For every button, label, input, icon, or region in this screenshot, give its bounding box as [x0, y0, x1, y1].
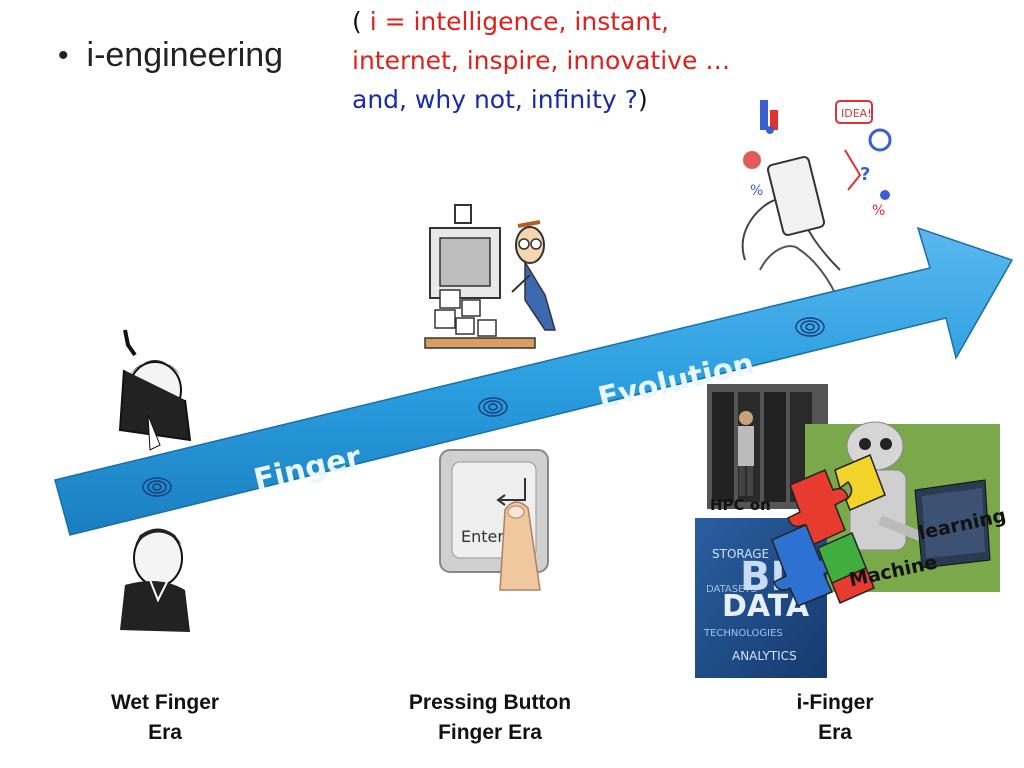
- bigdata-word: TECHNOLOGIES: [703, 628, 783, 639]
- era-line: Pressing Button: [408, 691, 572, 714]
- era-label-i-finger: i-Finger Era: [760, 688, 910, 748]
- title-text: i-engineering: [86, 36, 284, 74]
- subtitle-line-2: internet, inspire, innovative …: [352, 46, 731, 75]
- era-line: Wet Finger: [110, 691, 220, 714]
- era-label-pressing-button: Pressing Button Finger Era: [385, 688, 595, 748]
- wet-finger-cartoon-top: [118, 329, 192, 451]
- svg-text:%: %: [872, 203, 885, 219]
- computer-user-cartoon: [424, 204, 556, 349]
- subtitle-line-3: and, why not, infinity ?: [352, 85, 638, 114]
- wet-finger-cartoon-bottom: [120, 528, 190, 632]
- fingerprint-icon: [142, 477, 172, 497]
- era-line: Era: [818, 721, 852, 744]
- era-label-wet-finger: Wet Finger Era: [70, 688, 260, 748]
- bigdata-word: STORAGE: [712, 547, 769, 561]
- smartphone-doodle-image: IDEA! ? % %: [741, 100, 892, 301]
- era-line: Era: [148, 721, 182, 744]
- subtitle-close-paren: ): [637, 85, 648, 114]
- subtitle: ( i = intelligence, instant, internet, i…: [352, 2, 730, 119]
- bigdata-word: DATASETS: [706, 584, 757, 595]
- era-line: Finger Era: [438, 721, 542, 744]
- enter-key-label: Enter: [461, 527, 504, 546]
- evolution-arrow: [54, 226, 1014, 536]
- enter-key-image: Enter: [439, 449, 549, 591]
- svg-text:%: %: [750, 183, 763, 199]
- fingerprint-icon: [478, 397, 508, 417]
- idea-text: IDEA!: [841, 107, 872, 120]
- idea-bubble: [835, 100, 873, 124]
- subtitle-line-1: i = intelligence, instant,: [369, 7, 669, 36]
- title-bullet: • i-engineering: [58, 36, 283, 75]
- era-line: i-Finger: [796, 691, 874, 714]
- fingerprint-icon: [795, 317, 825, 337]
- hpc-label: HPC on: [710, 496, 771, 514]
- subtitle-open-paren: (: [352, 7, 370, 36]
- bigdata-word: ANALYTICS: [732, 649, 797, 663]
- svg-text:?: ?: [860, 164, 870, 185]
- bullet-dot: •: [58, 38, 69, 72]
- puzzle-pieces-image: [771, 454, 886, 607]
